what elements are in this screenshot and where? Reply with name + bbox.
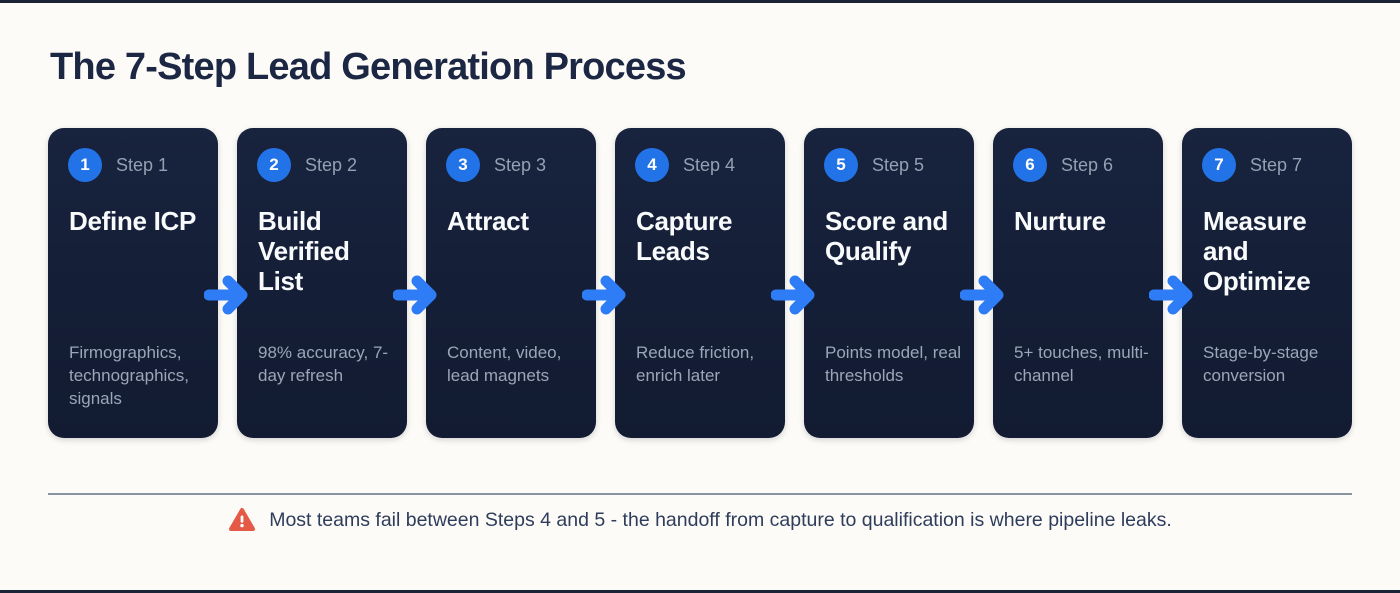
step-number-badge: 2 — [257, 148, 291, 182]
step-card-3: 3 Step 3 Attract Content, video, lead ma… — [426, 128, 596, 438]
step-number: 6 — [1025, 155, 1035, 174]
step-label: Step 3 — [494, 154, 547, 175]
step-number-badge: 6 — [1013, 148, 1047, 182]
step-card-header: 5 Step 5 — [824, 148, 964, 182]
step-number-badge: 7 — [1202, 148, 1236, 182]
step-card-7: 7 Step 7 Measure and Optimize Stage-by-s… — [1182, 128, 1352, 438]
right-arrow-icon — [582, 275, 626, 315]
step-label: Step 1 — [116, 154, 169, 175]
bottom-edge-strip — [0, 590, 1400, 593]
step-title: Attract — [447, 206, 529, 236]
step-number: 1 — [80, 155, 90, 174]
step-number-badge: 4 — [635, 148, 669, 182]
step-card-6: 6 Step 6 Nurture 5+ touches, multi-chann… — [993, 128, 1163, 438]
step-title: Score and Qualify — [825, 206, 949, 266]
right-arrow-icon — [960, 275, 1004, 315]
warning-triangle-icon — [229, 508, 256, 531]
right-arrow-icon — [1149, 275, 1193, 315]
step-card-header: 3 Step 3 — [446, 148, 586, 182]
step-number: 5 — [836, 155, 846, 174]
step-card-header: 6 Step 6 — [1013, 148, 1153, 182]
step-card-1: 1 Step 1 Define ICP Firmographics, techn… — [48, 128, 218, 438]
process-steps-row: 1 Step 1 Define ICP Firmographics, techn… — [48, 128, 1352, 438]
step-label: Step 4 — [683, 154, 736, 175]
step-card-header: 7 Step 7 — [1202, 148, 1342, 182]
step-number: 7 — [1214, 155, 1224, 174]
step-card-header: 2 Step 2 — [257, 148, 397, 182]
step-description: Stage-by-stage conversion — [1203, 343, 1319, 385]
right-arrow-icon — [771, 275, 815, 315]
step-description: Content, video, lead magnets — [447, 343, 562, 385]
step-label: Step 6 — [1061, 154, 1114, 175]
step-description: Firmographics, technographics, signals — [69, 343, 190, 408]
step-description: Points model, real thresholds — [825, 343, 962, 385]
step-card-2: 2 Step 2 Build Verified List 98% accurac… — [237, 128, 407, 438]
page-title: The 7-Step Lead Generation Process — [50, 46, 687, 88]
warning-note: Most teams fail between Steps 4 and 5 - … — [0, 507, 1400, 533]
step-card-5: 5 Step 5 Score and Qualify Points model,… — [804, 128, 974, 438]
step-number: 2 — [269, 155, 279, 174]
step-label: Step 2 — [305, 154, 358, 175]
step-card-header: 4 Step 4 — [635, 148, 775, 182]
right-arrow-icon — [393, 275, 437, 315]
step-number: 4 — [647, 155, 657, 174]
step-description: 5+ touches, multi-channel — [1014, 343, 1149, 385]
step-card-4: 4 Step 4 Capture Leads Reduce friction, … — [615, 128, 785, 438]
step-title: Build Verified List — [258, 206, 350, 296]
step-label: Step 5 — [872, 154, 925, 175]
warning-text: Most teams fail between Steps 4 and 5 - … — [269, 508, 1172, 531]
top-edge-strip — [0, 0, 1400, 3]
step-title: Nurture — [1014, 206, 1106, 236]
step-label: Step 7 — [1250, 154, 1303, 175]
step-number-badge: 5 — [824, 148, 858, 182]
step-description: 98% accuracy, 7-day refresh — [258, 343, 389, 385]
right-arrow-icon — [204, 275, 248, 315]
step-description: Reduce friction, enrich later — [636, 343, 755, 385]
divider — [48, 493, 1352, 495]
step-title: Define ICP — [69, 206, 197, 236]
step-number: 3 — [458, 155, 468, 174]
step-title: Measure and Optimize — [1203, 206, 1311, 296]
step-number-badge: 1 — [68, 148, 102, 182]
step-card-header: 1 Step 1 — [68, 148, 208, 182]
step-number-badge: 3 — [446, 148, 480, 182]
step-title: Capture Leads — [636, 206, 733, 266]
